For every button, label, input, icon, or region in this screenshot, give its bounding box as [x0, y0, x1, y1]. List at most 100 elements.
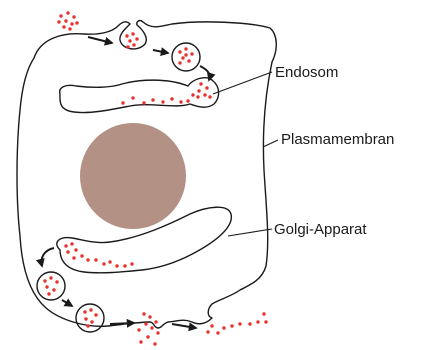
cargo-vesicle-bottom-left-dot	[55, 280, 58, 283]
cargo-outside-top-dot	[59, 14, 62, 17]
cargo-vesicle-bottom-middle-dot	[90, 320, 93, 323]
cargo-vesicle-bottom-left-dot	[43, 279, 46, 282]
cargo-vesicle-bottom-left-dot	[49, 276, 52, 279]
cargo-vesicle-bottom-left-dot	[45, 285, 48, 288]
cargo-golgi-dot	[86, 258, 89, 261]
endosome-leader-line	[213, 72, 272, 94]
cargo-vesicle-top-dot	[178, 50, 181, 53]
cargo-golgi-dot	[94, 258, 97, 261]
cargo-outside-top-dot	[70, 22, 73, 25]
cargo-pit-top-dot	[135, 37, 138, 40]
cargo-outside-bottom-dot	[238, 322, 241, 325]
cargo-endosome-dot	[205, 86, 208, 89]
cargo-endosome-dot	[203, 93, 206, 96]
cargo-endosome-dot	[142, 101, 145, 104]
cargo-pit-top-dot	[132, 43, 135, 46]
cargo-vesicle-bottom-middle-dot	[89, 308, 92, 311]
cargo-outside-bottom-dot	[248, 322, 251, 325]
endosome-outline	[60, 78, 219, 113]
golgi-leader-line	[228, 229, 272, 236]
cargo-vesicle-top-dot	[184, 47, 187, 50]
cargo-golgi-dot	[72, 256, 75, 259]
cargo-outside-top-dot	[64, 19, 67, 22]
cargo-pit-bottom-dot	[150, 326, 153, 329]
cargo-golgi-dot	[130, 262, 133, 265]
cargo-vesicle-top-dot	[178, 61, 181, 64]
cargo-pit-bottom-dot	[154, 320, 157, 323]
cargo-endosome-dot	[131, 96, 134, 99]
cargo-endosome-dot	[170, 97, 173, 100]
cargo-outside-bottom-dot	[206, 330, 209, 333]
cargo-vesicle-bottom-left-dot	[52, 288, 55, 291]
cargo-golgi-dot	[102, 262, 105, 265]
cargo-golgi-dot	[74, 248, 77, 251]
cargo-vesicle-bottom-middle-dot	[83, 310, 86, 313]
cargo-pit-top-dot	[125, 34, 128, 37]
label-plasma-membrane: Plasmamembran	[281, 131, 394, 148]
cargo-golgi-dot	[108, 260, 111, 263]
cargo-golgi-dot	[80, 254, 83, 257]
cargo-outside-bottom-dot	[256, 320, 259, 323]
cargo-outside-bottom-dot	[210, 324, 213, 327]
cargo-vesicle-bottom-middle-dot	[84, 317, 87, 320]
nucleus	[80, 123, 186, 229]
cargo-outside-top-dot	[66, 11, 69, 14]
cargo-pit-bottom-dot	[148, 315, 151, 318]
cargo-outside-bottom-dot	[230, 324, 233, 327]
transport-arrow-6	[110, 323, 134, 324]
cargo-golgi-dot	[64, 244, 67, 247]
cargo-endosome-dot	[208, 95, 211, 98]
cargo-pit-bottom-dot	[144, 322, 147, 325]
cargo-outside-bottom-dot	[216, 331, 219, 334]
cargo-pit-bottom-dot	[137, 328, 140, 331]
cargo-endosome-dot	[179, 100, 182, 103]
transport-arrow-4	[42, 248, 55, 266]
cargo-outside-top-dot	[68, 27, 71, 30]
cargo-outside-bottom-dot	[262, 312, 265, 315]
transport-arrow-5	[62, 300, 72, 306]
cargo-endosome-dot	[186, 99, 189, 102]
vesicle-bottom-middle	[76, 304, 104, 332]
cargo-endosome-dot	[161, 100, 164, 103]
cargo-endosome-dot	[197, 89, 200, 92]
cargo-golgi-dot	[115, 264, 118, 267]
cargo-pit-bottom-dot	[139, 340, 142, 343]
vesicle-bottom-left	[37, 272, 65, 300]
cargo-vesicle-bottom-middle-dot	[94, 313, 97, 316]
cargo-golgi-dot	[123, 264, 126, 267]
cargo-vesicle-top-dot	[187, 59, 190, 62]
cargo-outside-bottom-dot	[222, 326, 225, 329]
cargo-vesicle-bottom-middle-dot	[86, 324, 89, 327]
cargo-outside-top-dot	[75, 21, 78, 24]
cargo-vesicle-bottom-left-dot	[47, 292, 50, 295]
label-golgi: Golgi-Apparat	[274, 221, 367, 238]
cargo-pit-bottom-dot	[142, 312, 145, 315]
cargo-pit-bottom-dot	[153, 342, 156, 345]
cargo-pit-bottom-dot	[156, 331, 159, 334]
cargo-vesicle-top-dot	[184, 53, 187, 56]
cargo-pit-top-dot	[128, 39, 131, 42]
plasma-membrane-leader-line	[263, 140, 278, 147]
cargo-endosome-dot	[191, 93, 194, 96]
transport-arrow-2	[153, 50, 168, 53]
cargo-pit-top-dot	[126, 45, 129, 48]
cargo-pit-top-dot	[131, 32, 134, 35]
cargo-outside-top-dot	[57, 20, 60, 23]
cargo-golgi-dot	[66, 250, 69, 253]
cargo-vesicle-top-dot	[181, 56, 184, 59]
cargo-outside-top-dot	[62, 25, 65, 28]
cargo-outside-bottom-dot	[264, 320, 267, 323]
vesicle-top	[172, 43, 200, 71]
cargo-endosome-dot	[151, 98, 154, 101]
cargo-endosome-dot	[121, 101, 124, 104]
transport-arrow-7	[172, 324, 196, 328]
transport-arrow-1	[88, 37, 112, 43]
cargo-endosome-dot	[199, 82, 202, 85]
label-endosome: Endosom	[275, 64, 338, 81]
cargo-outside-top-dot	[72, 15, 75, 18]
cargo-endosome-dot	[196, 95, 199, 98]
cargo-golgi-dot	[70, 242, 73, 245]
cargo-vesicle-top-dot	[190, 52, 193, 55]
